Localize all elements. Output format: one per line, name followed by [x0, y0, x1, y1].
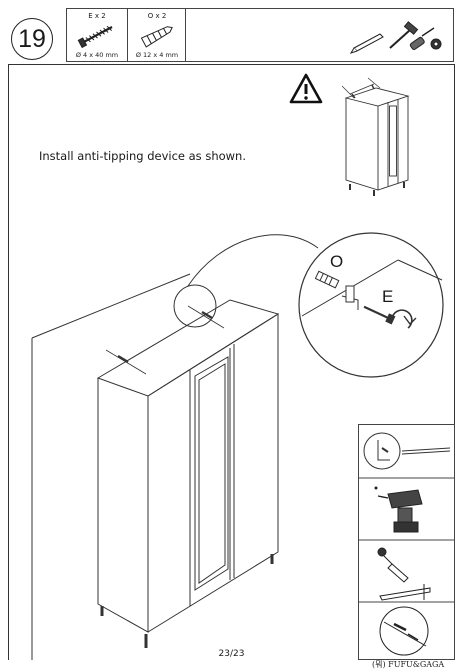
pencil-icon [349, 33, 384, 54]
part-size-screw: Ø 4 x 40 mm [75, 51, 119, 59]
drill-icon [374, 486, 423, 533]
callout-label-o: O [330, 252, 344, 271]
step-number: 19 [18, 24, 46, 53]
wall-plug-icon [140, 26, 173, 48]
part-cell-screw [66, 8, 128, 62]
part-size-plug: Ø 12 x 4 mm [135, 51, 179, 59]
part-qty-screw: E x 2 [88, 12, 106, 20]
parts-and-tools-box [66, 8, 454, 62]
warning-icon [289, 73, 323, 104]
hammer-icon [389, 21, 419, 49]
fasten-icon [379, 606, 429, 656]
wardrobe-overview-icon [341, 77, 410, 196]
side-steps-panel [358, 424, 455, 660]
brand-mark: (뭐) FUFU&GAGA [372, 660, 445, 669]
instruction-text: Install anti-tipping device as shown. [39, 149, 246, 163]
callout-label-e: E [382, 287, 394, 306]
part-cell-plug [128, 8, 186, 62]
part-qty-plug: O x 2 [147, 12, 167, 20]
mark-wall-icon [363, 432, 451, 470]
insert-plug-icon [377, 547, 431, 601]
detail-callout [298, 232, 444, 378]
header-divider [8, 64, 455, 65]
screw-icon [77, 25, 113, 49]
step-number-badge: 19 [11, 18, 53, 60]
page-number: 23/23 [218, 649, 245, 659]
wardrobe-drawing [31, 234, 319, 660]
drill-bit-icon [430, 38, 442, 50]
screwdriver-icon [409, 27, 435, 51]
page-frame [8, 64, 455, 660]
tools-group [349, 21, 442, 54]
